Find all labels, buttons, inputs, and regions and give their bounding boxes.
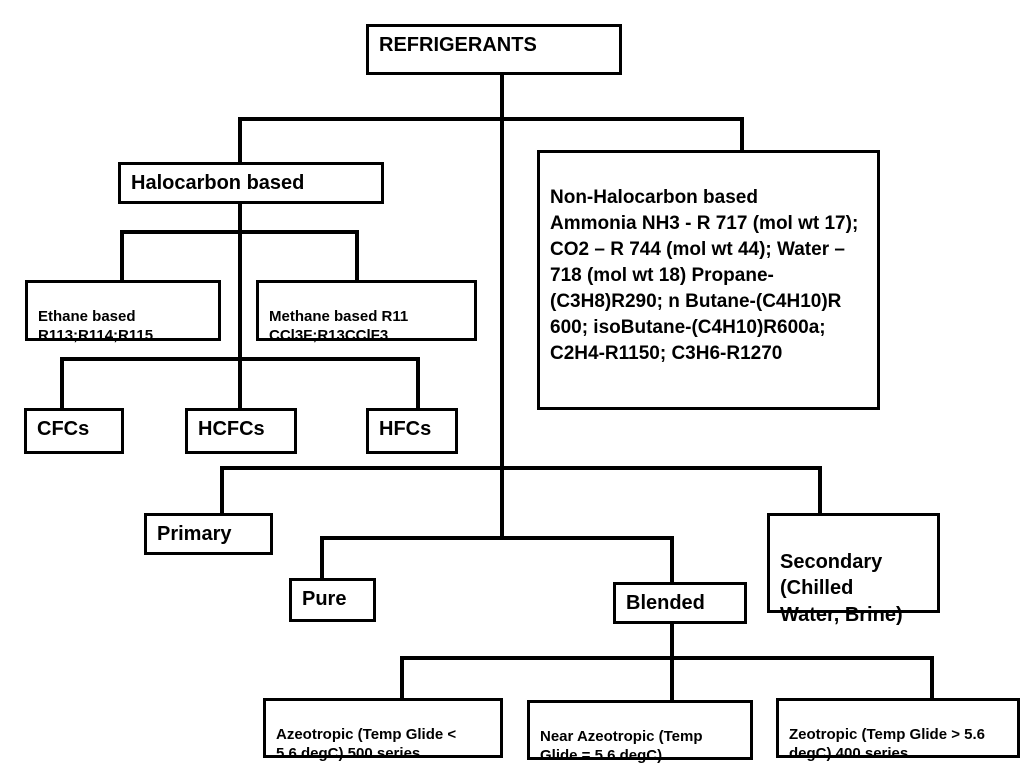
connector-pure-blended — [320, 536, 674, 584]
node-azeotropic: Azeotropic (Temp Glide < 5.6 degC) 500 s… — [263, 698, 503, 762]
node-azeotropic-label: Azeotropic (Temp Glide < 5.6 degC) 500 s… — [276, 725, 457, 762]
node-refrigerants: REFRIGERANTS — [366, 24, 622, 75]
node-secondary-label: Secondary (Chilled Water, Brine) — [780, 550, 903, 626]
node-zeotropic: Zeotropic (Temp Glide > 5.6 degC) 400 se… — [776, 698, 1020, 762]
node-refrigerants-label: REFRIGERANTS — [379, 34, 537, 56]
node-methane: Methane based R11 CCl3F;R13CClF3 — [256, 280, 477, 344]
node-cfcs-label: CFCs — [37, 418, 90, 440]
node-pure-label: Pure — [302, 588, 347, 610]
connector-primary-secondary — [220, 466, 822, 515]
node-non-halocarbon-label: Non-Halocarbon based Ammonia NH3 - R 717… — [550, 187, 859, 365]
node-methane-label: Methane based R11 CCl3F;R13CClF3 — [269, 307, 409, 344]
node-halocarbon-label: Halocarbon based — [131, 172, 305, 194]
node-hfcs-label: HFCs — [379, 418, 432, 440]
connector-top-branch — [238, 117, 744, 164]
node-hcfcs: HCFCs — [185, 408, 297, 454]
node-cfcs: CFCs — [24, 408, 124, 454]
node-ethane-label: Ethane based R113;R114;R115 — [38, 307, 154, 344]
node-blended-label: Blended — [626, 592, 705, 614]
node-secondary: Secondary (Chilled Water, Brine) — [767, 513, 940, 626]
node-hfcs: HFCs — [366, 408, 458, 454]
node-hcfcs-label: HCFCs — [198, 418, 265, 440]
node-pure: Pure — [289, 578, 376, 622]
node-primary: Primary — [144, 513, 273, 555]
node-near-azeotropic-label: Near Azeotropic (Temp Glide = 5.6 degC) — [540, 727, 703, 764]
node-near-azeotropic: Near Azeotropic (Temp Glide = 5.6 degC) — [527, 700, 753, 764]
node-ethane: Ethane based R113;R114;R115 — [25, 280, 221, 344]
connector-bottom-branch — [400, 656, 934, 702]
node-primary-label: Primary — [157, 523, 232, 545]
node-blended: Blended — [613, 582, 747, 624]
node-halocarbon: Halocarbon based — [118, 162, 384, 204]
connector-ethane-methane — [120, 230, 359, 282]
connector-cfc-branch — [60, 357, 420, 410]
node-zeotropic-label: Zeotropic (Temp Glide > 5.6 degC) 400 se… — [789, 725, 986, 762]
node-non-halocarbon: Non-Halocarbon based Ammonia NH3 - R 717… — [537, 150, 880, 410]
